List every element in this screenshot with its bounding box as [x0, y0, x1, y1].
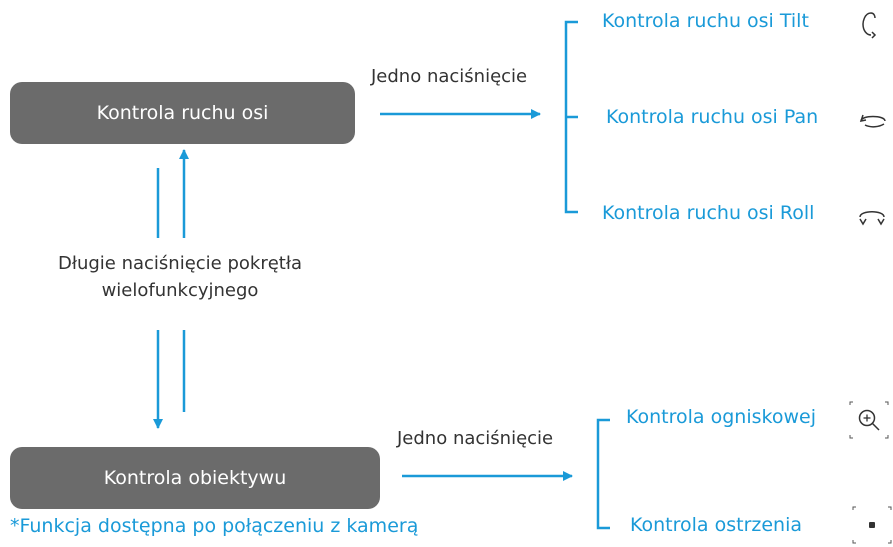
footnote: *Funkcja dostępna po połączeniu z kamerą	[10, 515, 419, 537]
lens-control-label: Kontrola obiektywu	[103, 467, 287, 489]
option-pan: Kontrola ruchu osi Pan	[606, 106, 819, 128]
bracket-lens-options	[596, 418, 610, 530]
axis-control-label: Kontrola ruchu osi	[96, 102, 269, 124]
lens-control-box: Kontrola obiektywu	[10, 447, 380, 509]
long-press-line2: wielofunkcyjnego	[101, 280, 259, 301]
bracket-axis-options	[564, 20, 578, 214]
pan-rotate-icon	[859, 114, 886, 128]
option-focal: Kontrola ogniskowej	[626, 406, 816, 428]
tilt-rotate-icon	[862, 12, 877, 39]
option-roll: Kontrola ruchu osi Roll	[602, 202, 815, 224]
long-press-label: Długie naciśnięcie pokrętła wielofunkcyj…	[20, 253, 340, 301]
roll-rotate-icon	[859, 211, 885, 226]
top-arrow-label: Jedno naciśnięcie	[371, 66, 528, 87]
option-focus: Kontrola ostrzenia	[630, 514, 803, 536]
bottom-arrow-label: Jedno naciśnięcie	[397, 428, 554, 449]
axis-control-box: Kontrola ruchu osi	[10, 82, 355, 144]
long-press-line1: Długie naciśnięcie pokrętła	[57, 253, 303, 274]
option-tilt: Kontrola ruchu osi Tilt	[602, 10, 809, 32]
focus-point-icon	[852, 506, 892, 544]
zoom-in-icon	[849, 401, 889, 439]
